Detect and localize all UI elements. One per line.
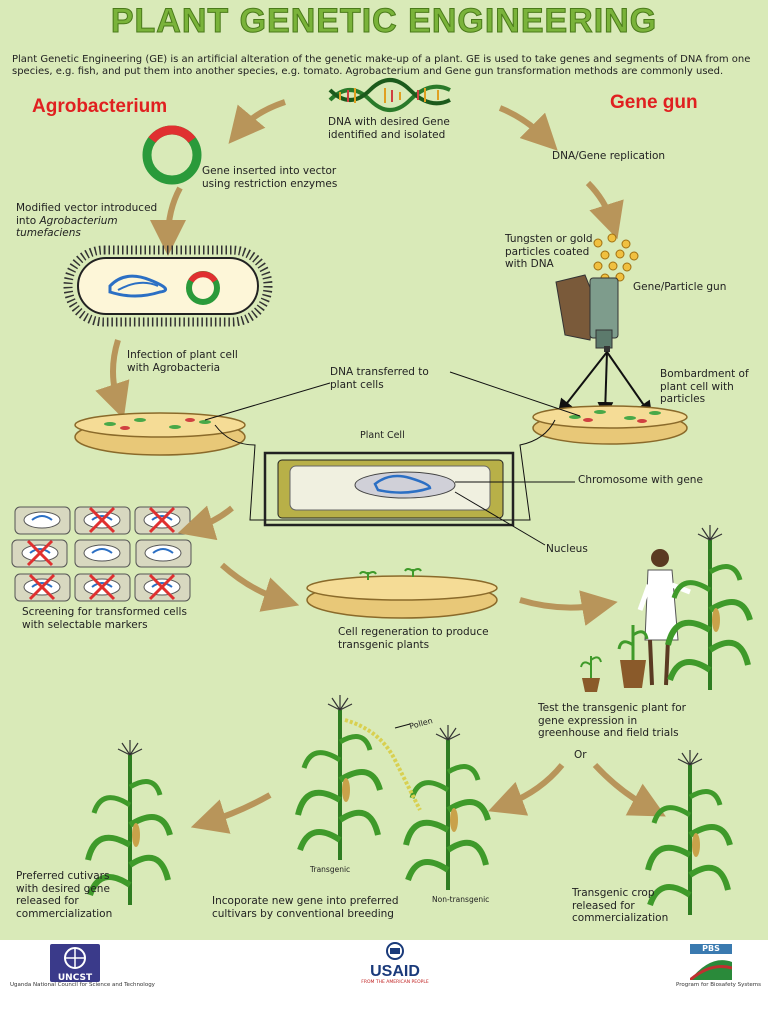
pbs-logo[interactable]: PBS xyxy=(689,944,733,982)
arrow-to-release xyxy=(592,762,666,817)
arrow-to-gene-gun xyxy=(498,105,558,151)
agrobacterium-cell-icon xyxy=(63,245,273,327)
arrow-down-1 xyxy=(150,186,187,256)
dna-label: DNA with desired Gene identified and iso… xyxy=(328,116,450,141)
bombardment-label: Bombardment of plant cell with particles xyxy=(660,368,749,405)
nucleus-label: Nucleus xyxy=(546,543,588,555)
plant-cell-label: Plant Cell xyxy=(360,430,405,441)
regeneration-label: Cell regeneration to produce transgenic … xyxy=(338,626,489,651)
screening-label: Screening for transformed cells with sel… xyxy=(22,606,187,631)
non-transgenic-corn-icon xyxy=(406,725,488,890)
arrow-to-preferred xyxy=(190,792,272,834)
gold-particles-icon xyxy=(593,233,639,283)
scientist-figure xyxy=(637,549,691,686)
uncst-logo[interactable]: UNCST xyxy=(50,944,100,983)
replication-label: DNA/Gene replication xyxy=(552,150,666,162)
plant-cell-icon xyxy=(263,451,575,546)
plasmid-vector-icon xyxy=(142,125,202,185)
pbs-field-icon xyxy=(689,960,733,982)
arrow-to-regeneration xyxy=(220,562,300,612)
uncst-caption: Uganda National Council for Science and … xyxy=(10,982,155,988)
transfer-pointer-lines xyxy=(204,371,581,521)
transgenic-corn-icon xyxy=(298,695,380,860)
arrow-to-test xyxy=(519,590,618,626)
infection-label: Infection of plant cell with Agrobacteri… xyxy=(127,349,238,374)
test-label: Test the transgenic plant for gene expre… xyxy=(538,702,686,739)
page-title: PLANT GENETIC ENGINEERING xyxy=(110,2,658,41)
agrobacterium-heading: Agrobacterium xyxy=(32,96,168,117)
footer: UNCST Uganda National Council for Scienc… xyxy=(0,940,768,1024)
tungsten-label: Tungsten or gold particles coated with D… xyxy=(505,233,593,270)
incorporate-label: Incoporate new gene into preferred culti… xyxy=(212,895,399,920)
preferred-label: Preferred cutivars with desired gene rel… xyxy=(16,870,113,920)
pbs-caption: Program for Biosafety Systems xyxy=(676,982,762,988)
usaid-tagline: FROM THE AMERICAN PEOPLE xyxy=(361,980,429,985)
pollen-trail xyxy=(344,718,422,811)
usaid-seal-icon xyxy=(386,942,404,960)
uncst-logo-text: UNCST xyxy=(57,973,93,983)
or-label: Or xyxy=(574,749,587,761)
usaid-logo-text: USAID xyxy=(370,963,420,980)
petri-dish-left xyxy=(74,412,246,456)
particle-gun-icon xyxy=(555,274,619,352)
arrow-down-2 xyxy=(95,339,130,420)
potted-plant-small xyxy=(580,625,649,692)
chromosome-label: Chromosome with gene xyxy=(578,474,703,486)
dna-helix-icon xyxy=(328,78,451,112)
petri-dish-right xyxy=(532,405,688,445)
dna-transferred-label: DNA transferred to plant cells xyxy=(330,366,429,391)
regeneration-dish-icon xyxy=(306,568,498,619)
arrow-to-agrobacterium xyxy=(228,99,286,144)
gene-gun-heading: Gene gun xyxy=(610,92,698,113)
arrow-to-breeding xyxy=(488,763,565,816)
arrow-to-screening xyxy=(177,505,234,541)
transgenic-crop-label: Transgenic crop released for commerciali… xyxy=(572,887,669,924)
poster: PLANT GENETIC ENGINEERING Plant Genetic … xyxy=(0,0,768,940)
pbs-logo-text: PBS xyxy=(690,944,732,954)
diagram-artwork xyxy=(11,78,768,940)
arrow-down-gun xyxy=(585,180,624,240)
pollen-pointer xyxy=(394,723,411,729)
screening-cells-grid xyxy=(11,506,192,602)
vector-label: Gene inserted into vector using restrict… xyxy=(202,165,338,190)
intro-text: Plant Genetic Engineering (GE) is an art… xyxy=(12,54,751,77)
particle-gun-label: Gene/Particle gun xyxy=(633,281,727,293)
transgenic-label: Transgenic xyxy=(310,865,351,874)
non-transgenic-label: Non-transgenic xyxy=(432,895,490,904)
greenhouse-corn-icon xyxy=(668,525,750,690)
usaid-logo[interactable]: USAID FROM THE AMERICAN PEOPLE xyxy=(360,942,430,986)
modified-vector-label: Modified vector introduced into Agrobact… xyxy=(16,202,158,239)
bombardment-lines xyxy=(557,351,653,418)
uncst-emblem-icon xyxy=(64,947,86,969)
